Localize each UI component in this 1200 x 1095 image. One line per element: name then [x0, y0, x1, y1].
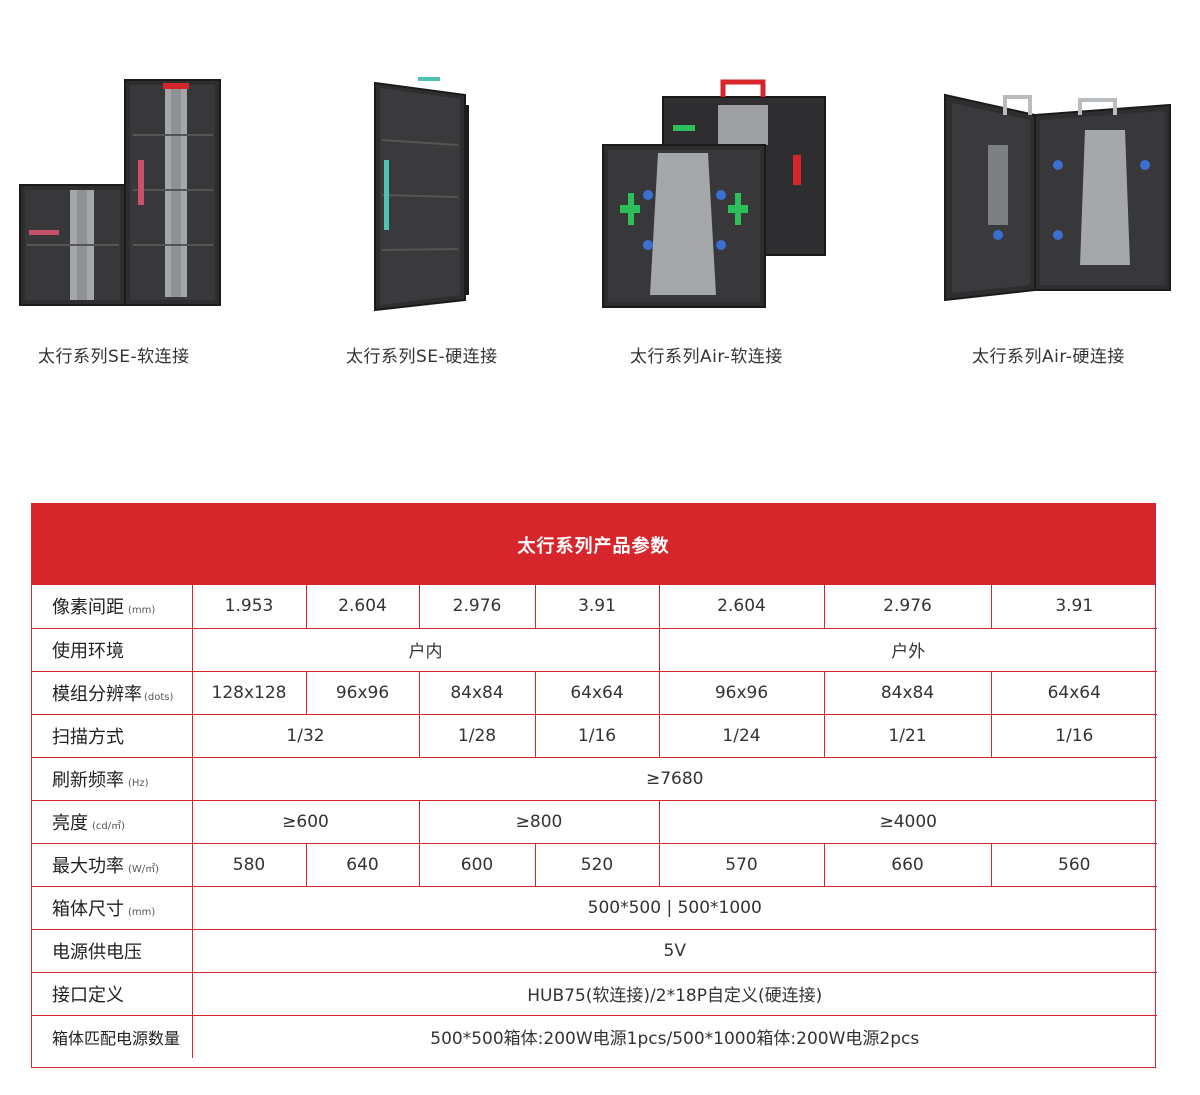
row-refresh-rate: 刷新频率(Hz) ≥7680 [32, 756, 1157, 801]
table-cell: 2.976 [823, 585, 992, 629]
product-se-soft-image [15, 75, 310, 320]
table-cell: 户内 [191, 627, 660, 672]
table-cell: 96x96 [305, 670, 420, 715]
row-label: 箱体尺寸(mm) [32, 885, 193, 930]
spec-table-body: 像素间距(mm) 1.953 2.604 2.976 3.91 2.604 2.… [32, 585, 1157, 1058]
product-gallery: 太行系列SE-软连接 太行系列SE-硬连接 [0, 0, 1200, 420]
table-cell: 128x128 [191, 670, 307, 715]
row-label: 使用环境 [32, 627, 193, 672]
table-cell: 1/32 [191, 713, 420, 758]
row-label: 最大功率(W/㎡) [32, 842, 193, 887]
table-cell: 2.976 [418, 585, 536, 629]
table-cell: 户外 [658, 627, 1157, 672]
table-cell: 84x84 [823, 670, 992, 715]
table-cell: 500*500箱体:200W电源1pcs/500*1000箱体:200W电源2p… [191, 1014, 1157, 1058]
table-cell: 5V [191, 928, 1157, 973]
table-cell: 1/28 [418, 713, 536, 758]
table-cell: 600 [418, 842, 536, 887]
row-environment: 使用环境 户内 户外 [32, 627, 1157, 672]
table-cell: 2.604 [305, 585, 420, 629]
table-cell: 500*500 | 500*1000 [191, 885, 1157, 930]
table-cell: 570 [658, 842, 825, 887]
table-cell: 1/24 [658, 713, 825, 758]
table-cell: 580 [191, 842, 307, 887]
row-label: 扫描方式 [32, 713, 193, 758]
row-supply-voltage: 电源供电压 5V [32, 928, 1157, 973]
row-max-power: 最大功率(W/㎡) 580 640 600 520 570 660 560 [32, 842, 1157, 887]
table-cell: 2.604 [658, 585, 825, 629]
product-air-hard-caption: 太行系列Air-硬连接 [972, 347, 1125, 367]
product-se-soft-caption: 太行系列SE-软连接 [38, 347, 190, 367]
row-label: 电源供电压 [32, 928, 193, 973]
table-cell: ≥600 [191, 799, 420, 844]
row-pixel-pitch: 像素间距(mm) 1.953 2.604 2.976 3.91 2.604 2.… [32, 585, 1157, 629]
row-label: 接口定义 [32, 971, 193, 1016]
row-module-resolution: 模组分辨率(dots) 128x128 96x96 84x84 64x64 96… [32, 670, 1157, 715]
table-cell: 1.953 [191, 585, 307, 629]
table-cell: 1/16 [990, 713, 1157, 758]
table-cell: 84x84 [418, 670, 536, 715]
table-cell: 640 [305, 842, 420, 887]
table-cell: ≥800 [418, 799, 660, 844]
row-label: 箱体匹配电源数量 [32, 1014, 193, 1058]
row-label: 模组分辨率(dots) [32, 670, 193, 715]
table-cell: ≥4000 [658, 799, 1157, 844]
table-cell: 3.91 [990, 585, 1157, 629]
table-cell: 96x96 [658, 670, 825, 715]
row-power-supply-count: 箱体匹配电源数量 500*500箱体:200W电源1pcs/500*1000箱体… [32, 1014, 1157, 1058]
row-brightness: 亮度(cd/㎡) ≥600 ≥800 ≥4000 [32, 799, 1157, 844]
table-cell: 3.91 [534, 585, 660, 629]
product-se-hard-image [370, 75, 480, 315]
table-cell: 64x64 [990, 670, 1157, 715]
row-label: 亮度(cd/㎡) [32, 799, 193, 844]
table-cell: 1/21 [823, 713, 992, 758]
spec-table-title: 太行系列产品参数 [32, 504, 1155, 585]
product-se-hard-caption: 太行系列SE-硬连接 [346, 347, 498, 367]
spec-table: 太行系列产品参数 像素间距(mm) 1.953 2.604 2.976 3.91… [31, 503, 1157, 1068]
row-cabinet-size: 箱体尺寸(mm) 500*500 | 500*1000 [32, 885, 1157, 930]
table-cell: ≥7680 [191, 756, 1157, 801]
row-label: 像素间距(mm) [32, 585, 193, 629]
table-cell: 560 [990, 842, 1157, 887]
row-interface: 接口定义 HUB75(软连接)/2*18P自定义(硬连接) [32, 971, 1157, 1016]
table-cell: 64x64 [534, 670, 660, 715]
row-label: 刷新频率(Hz) [32, 756, 193, 801]
product-air-soft-image [598, 75, 833, 315]
product-air-hard-image [940, 85, 1190, 305]
table-cell: HUB75(软连接)/2*18P自定义(硬连接) [191, 971, 1157, 1016]
table-cell: 520 [534, 842, 660, 887]
table-cell: 660 [823, 842, 992, 887]
row-scan-mode: 扫描方式 1/32 1/28 1/16 1/24 1/21 1/16 [32, 713, 1157, 758]
table-cell: 1/16 [534, 713, 660, 758]
product-air-soft-caption: 太行系列Air-软连接 [630, 347, 783, 367]
